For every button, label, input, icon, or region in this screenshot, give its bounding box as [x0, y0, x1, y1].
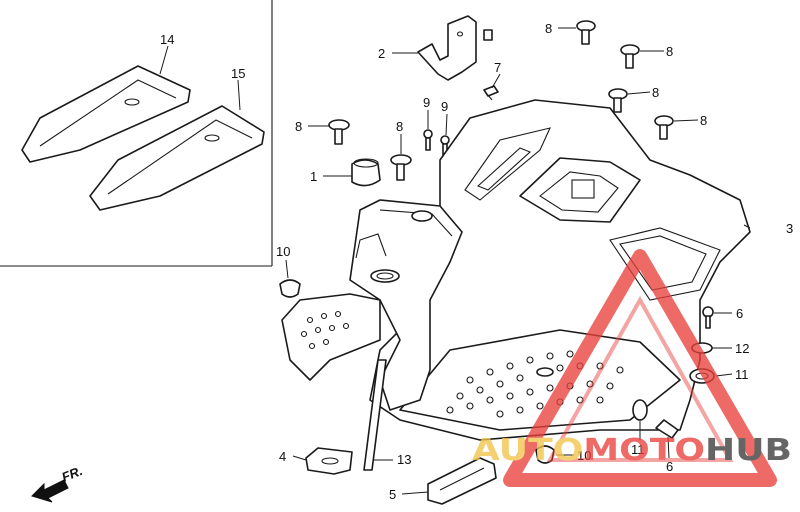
- callout-10b: 10: [577, 448, 591, 463]
- watermark-text-auto: AUTO: [472, 433, 583, 468]
- callout-11a: 11: [735, 367, 749, 382]
- bolt-8-e: [328, 119, 350, 145]
- leader-lines: [159, 27, 751, 495]
- bolt-8-d: [654, 115, 674, 140]
- left-footrest: [281, 293, 381, 381]
- callout-3: 3: [786, 221, 793, 236]
- callout-5: 5: [389, 487, 396, 502]
- callout-8e: 8: [295, 119, 302, 134]
- part-4-plate: [305, 447, 353, 475]
- part-3-body: [369, 99, 751, 441]
- part-7-screw: [483, 85, 499, 101]
- callout-14: 14: [160, 32, 174, 47]
- direction-label: FR.: [60, 463, 85, 485]
- callout-8a: 8: [545, 21, 552, 36]
- part-15-mat: [89, 105, 265, 211]
- bolt-8-b: [620, 44, 640, 69]
- callout-11b: 11: [631, 442, 645, 457]
- callout-13: 13: [397, 452, 411, 467]
- callout-9b: 9: [441, 99, 448, 114]
- callout-8d: 8: [700, 113, 707, 128]
- part-6-screw-upper: [702, 306, 714, 329]
- bolt-8-c: [608, 88, 628, 113]
- callout-8b: 8: [666, 44, 673, 59]
- callout-2: 2: [378, 46, 385, 61]
- watermark-text-moto: MOTO: [583, 433, 705, 468]
- bolt-8-f: [390, 154, 412, 181]
- callout-6a: 6: [736, 306, 743, 321]
- part-1-grommet: [351, 158, 381, 187]
- callout-12: 12: [735, 341, 749, 356]
- callout-7: 7: [494, 60, 501, 75]
- part-8-bolts: [328, 20, 674, 181]
- bolt-8-a: [576, 20, 596, 45]
- part-10-grommet-upper: [279, 279, 301, 298]
- screw-9-a: [423, 129, 433, 151]
- screw-9-b: [440, 135, 450, 157]
- part-10-grommet-lower: [535, 445, 555, 464]
- inset-frame: [0, 0, 273, 267]
- watermark-triangle-icon: [503, 249, 777, 487]
- callout-10a: 10: [276, 244, 290, 259]
- part-2-bracket: [417, 15, 493, 81]
- callout-8c: 8: [652, 85, 659, 100]
- part-11-grommet-lower: [632, 399, 648, 421]
- part-6-screw-lower: [655, 419, 679, 439]
- part-14-mat: [21, 65, 191, 163]
- callout-6b: 6: [666, 459, 673, 474]
- direction-arrow-icon: [31, 479, 69, 503]
- callout-8f: 8: [396, 119, 403, 134]
- callout-15: 15: [231, 66, 245, 81]
- part-5-panel: [427, 457, 497, 505]
- callout-9a: 9: [423, 95, 430, 110]
- part-13-hose: [363, 359, 387, 471]
- front-direction-indicator: FR.: [31, 463, 85, 503]
- callout-1: 1: [310, 169, 317, 184]
- part-9-screws: [423, 129, 450, 157]
- callouts: 14 15 2 1 7 8 8 8 8 8 8 9 9 10 3 6 12 11…: [160, 21, 793, 502]
- front-console: [349, 199, 463, 411]
- callout-4: 4: [279, 449, 286, 464]
- watermark-text-hub: HUB: [705, 433, 792, 468]
